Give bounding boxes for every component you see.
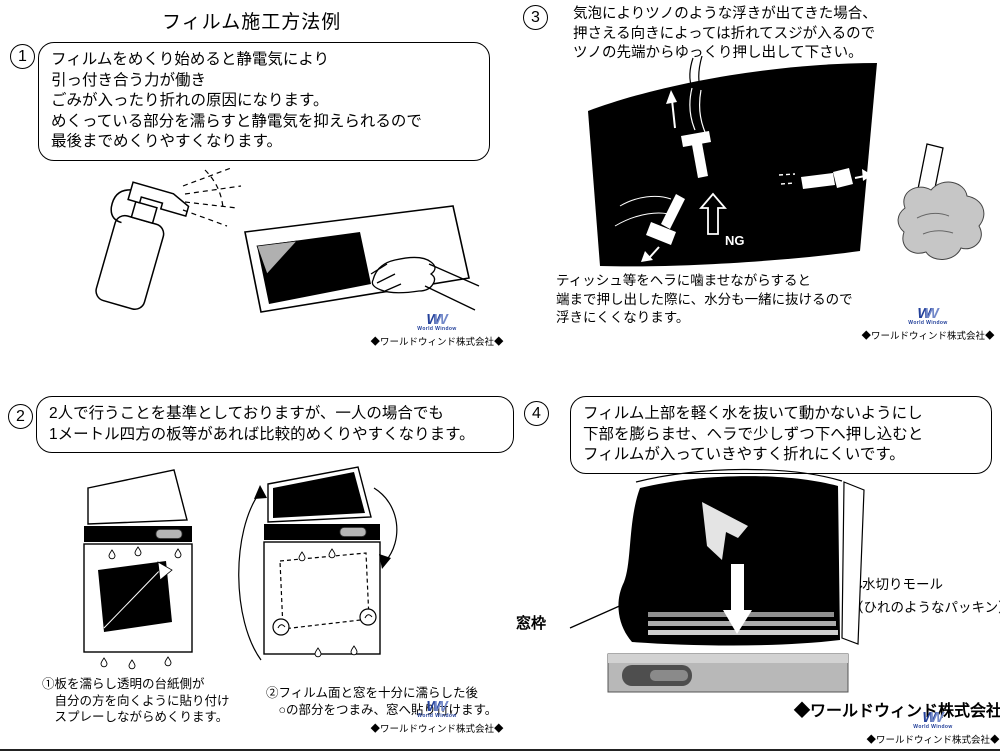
caption-line: スプレーしながらめくります。 xyxy=(42,710,229,724)
logo-subtext: World Window xyxy=(417,326,457,332)
company-name: ◆ワールドウィンド株式会社◆ xyxy=(370,337,504,348)
film-fold xyxy=(256,240,299,275)
step1-bubble-line: ごみが入ったり折れの原因になります。 xyxy=(51,92,329,109)
caption-line: 自分の方を向くように貼り付け xyxy=(42,693,230,708)
window-frame-pointer-line xyxy=(569,603,625,629)
molding-label: 水切りモール xyxy=(862,577,943,592)
step4-bubble-line: フィルム上部を軽く水を抜いて動かないようにし xyxy=(583,405,923,422)
glass-top-edge xyxy=(635,468,843,483)
arrow-right-head xyxy=(862,169,872,181)
squeegee-icon-downleft xyxy=(646,194,685,245)
step2-bubble-line: 1メートル四方の板等があれば比較的めくりやすくなります。 xyxy=(49,425,475,443)
step3-note-line: 浮きにくくなります。 xyxy=(556,310,690,325)
door-with-board xyxy=(83,469,193,670)
world-window-logo-icon: WW World Window xyxy=(908,305,948,326)
step1-bubble-line: 最後までめくりやすくなります。 xyxy=(51,133,282,150)
world-window-logo-icon: WW World Window xyxy=(417,698,457,719)
flip-arrow-left-head xyxy=(254,485,267,499)
motion-dashes xyxy=(778,173,796,185)
ng-label: NG xyxy=(725,233,745,248)
step4-speech-bubble: フィルム上部を軽く水を抜いて動かないようにし 下部を膨らませ、ヘラで少しずつ下へ… xyxy=(570,396,992,474)
company-name-bold: ◆ワールドウィンド株式会社◆ xyxy=(794,703,1000,720)
flip-arrow-right xyxy=(373,487,398,563)
step1-number: 1 xyxy=(10,44,35,69)
company-stamp: WW World Window ◆ワールドウィンド株式会社◆ xyxy=(858,305,998,342)
step1-bubble-line: フィルムをめくり始めると静電気により xyxy=(51,51,330,68)
door-application-illustration xyxy=(83,466,398,670)
bottom-rule xyxy=(0,749,1000,751)
step4-bubble-line: フィルムが入っていきやすく折れにくいです。 xyxy=(583,446,905,463)
hand-icon xyxy=(370,256,480,311)
squeegee-icon-up xyxy=(681,131,711,178)
squeegee-icon-right xyxy=(801,168,853,189)
bubble-pushout-illustration: NG xyxy=(588,56,985,267)
company-stamp: WW World Window ◆ワールドウィンド株式会社◆ xyxy=(362,311,512,348)
step2-caption-2: ②フィルム面と窓を十分に濡らした後 ○の部分をつまみ、窓へ貼り付けます。 xyxy=(266,685,497,718)
arrow-up xyxy=(671,99,676,129)
company-name: ◆ワールドウィンド株式会社◆ xyxy=(861,331,995,342)
arrow-downleft xyxy=(649,246,660,258)
page-title: フィルム施工方法例 xyxy=(162,12,342,33)
molding-packing-inner xyxy=(650,670,688,681)
step3-intro-line: 気泡によりツノのような浮きが出てきた場合、 xyxy=(573,6,877,22)
window-frame-label: 窓枠 xyxy=(516,615,547,632)
caption-line: ①板を濡らし透明の台紙側が xyxy=(42,677,205,691)
step1-speech-bubble: フィルムをめくり始めると静電気により 引っ付き合う力が働き ごみが入ったり折れの… xyxy=(38,42,490,161)
tissue-squeegee-icon xyxy=(897,143,985,260)
logo-subtext: World Window xyxy=(908,320,948,326)
step3-note-line: 端まで押し出した際に、水分も一緒に抜けるので xyxy=(556,291,853,307)
logo-subtext: World Window xyxy=(913,724,953,730)
company-stamp: WW World Window ◆ワールドウィンド株式会社◆ xyxy=(866,709,1000,746)
step2-bubble-line: 2人で行うことを基準としておりますが、一人の場合でも xyxy=(49,405,444,422)
squeegee-highlight xyxy=(702,502,748,560)
company-stamp: WW World Window ◆ワールドウィンド株式会社◆ xyxy=(362,698,512,735)
filmed-window-dark xyxy=(588,63,877,267)
door-frame-strip xyxy=(841,481,865,645)
step3-intro: 気泡によりツノのような浮きが出てきた場合、 押さえる向きによっては折れてスジが入… xyxy=(573,5,877,64)
caption-line: ○の部分をつまみ、窓へ貼り付けます。 xyxy=(266,702,498,717)
arrow-downleft-head xyxy=(641,251,653,262)
step3-number: 3 xyxy=(523,5,548,30)
sill-top-lip xyxy=(608,654,848,663)
company-name: ◆ワールドウィンド株式会社◆ xyxy=(866,735,1000,746)
film-tuck-illustration xyxy=(569,468,865,693)
step4-number: 4 xyxy=(524,401,549,426)
door-apply-film xyxy=(238,466,398,661)
applied-film xyxy=(273,472,365,518)
step3-intro-line: 押さえる向きによっては折れてスジが入るので xyxy=(573,25,876,42)
pinch-point-markers xyxy=(272,608,377,636)
spray-bottle-icon xyxy=(95,181,190,310)
flip-arrow-left xyxy=(238,491,262,661)
world-window-logo-icon: WW World Window xyxy=(913,709,953,730)
world-window-logo-icon: WW World Window xyxy=(417,311,457,332)
backing-fold xyxy=(157,561,173,581)
flip-arrow-right-head xyxy=(379,554,391,569)
step3-note-line: ティッシュ等をヘラに噛ませながらすると xyxy=(556,273,812,288)
step3-intro-line: ツノの先端からゆっくり押し出して下さい。 xyxy=(573,45,863,61)
molding-sublabel: （ひれのようなパッキン） xyxy=(850,600,1000,615)
company-name: ◆ワールドウィンド株式会社◆ xyxy=(370,724,504,735)
caption-line: ②フィルム面と窓を十分に濡らした後 xyxy=(266,686,479,700)
spray-mist xyxy=(182,167,242,227)
step2-speech-bubble: 2人で行うことを基準としておりますが、一人の場合でも 1メートル四方の板等があれ… xyxy=(36,396,514,453)
spray-application-illustration xyxy=(95,167,480,313)
ng-arrow xyxy=(699,192,727,235)
step1-bubble-line: 引っ付き合う力が働き xyxy=(51,71,207,89)
step1-bubble-line: めくっている部分を濡らすと静電気を抑えられるので xyxy=(51,112,422,130)
film-position-dashed xyxy=(279,552,370,630)
arrow-up-head xyxy=(666,90,677,104)
step3-note: ティッシュ等をヘラに噛ませながらすると 端まで押し出した際に、水分も一緒に抜ける… xyxy=(556,272,853,328)
step4-bubble-line: 下部を膨らませ、ヘラで少しずつ下へ押し込むと xyxy=(583,425,924,443)
logo-subtext: World Window xyxy=(417,713,457,719)
step2-caption-1: ①板を濡らし透明の台紙側が 自分の方を向くように貼り付け スプレーしながらめくり… xyxy=(42,676,230,726)
bubble-horn-lines xyxy=(689,56,706,133)
push-down-arrow xyxy=(723,564,752,634)
film-sheet xyxy=(618,476,840,646)
step2-number: 2 xyxy=(8,404,33,429)
